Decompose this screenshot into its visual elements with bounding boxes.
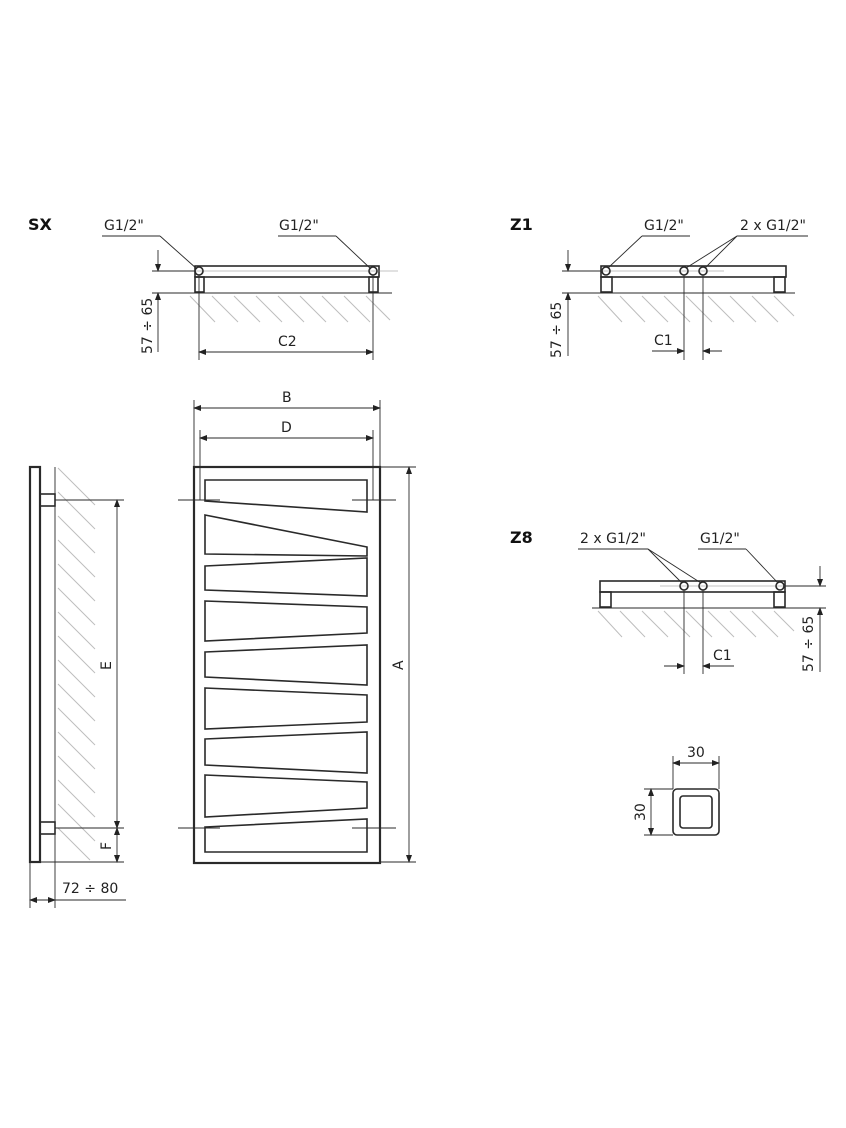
sx-conn-left-label: G1/2"	[104, 218, 144, 234]
z8-leader-single	[745, 548, 779, 584]
profile-width-label: 30	[687, 745, 705, 761]
sx-foot-left	[194, 276, 205, 293]
z8-leader-double-b	[647, 548, 702, 584]
radiator-panel-5	[204, 644, 368, 686]
sx-c2-label: C2	[278, 334, 297, 350]
z1-foot-right	[773, 276, 786, 293]
z1-wall-hatch	[597, 295, 795, 323]
side-view: E F 72 ÷ 80	[28, 465, 126, 908]
side-wall-hatch	[57, 467, 96, 861]
sx-leader-left	[159, 235, 198, 270]
front-a-label: A	[391, 660, 407, 670]
sx-conn-right-label: G1/2"	[279, 218, 319, 234]
z8-view: Z8 2 x G1/2" G1/2" 5	[510, 528, 826, 674]
radiator-panel-6	[204, 687, 368, 730]
side-bracket-top	[39, 493, 56, 507]
z1-connection-left	[601, 266, 611, 276]
z1-top-rail	[600, 265, 787, 278]
profile-outer	[672, 788, 720, 836]
radiator-panel-8	[204, 774, 368, 818]
profile-inner	[679, 795, 713, 829]
z1-conn-single-label: G1/2"	[644, 218, 684, 234]
radiator-panel-3	[204, 557, 368, 597]
radiator-panel-2	[204, 514, 368, 557]
side-radiator-body	[28, 465, 42, 864]
radiator-frame	[192, 465, 382, 865]
z1-conn-double-label: 2 x G1/2"	[740, 218, 806, 234]
z8-foot-left	[599, 591, 612, 608]
z8-wall-dist-label: 57 ÷ 65	[801, 616, 817, 672]
sx-wall-dist-label: 57 ÷ 65	[140, 298, 156, 354]
z8-c1-label: C1	[713, 648, 732, 664]
z1-leader-single	[607, 235, 643, 269]
sx-foot-right	[368, 276, 379, 293]
z8-top-rail	[599, 580, 786, 593]
z1-foot-left	[600, 276, 613, 293]
profile-section: 30 30	[633, 745, 720, 836]
z1-leader-double-b	[704, 235, 738, 269]
side-depth-label: 72 ÷ 80	[62, 881, 118, 897]
side-f-label: F	[99, 842, 115, 850]
z8-conn-double-label: 2 x G1/2"	[580, 531, 646, 547]
sx-view: SX G1/2" G1/2"	[28, 215, 398, 360]
z1-view: Z1 G1/2" 2 x G1/2" 5	[510, 215, 808, 360]
z1-c1-label: C1	[654, 333, 673, 349]
z8-conn-single-label: G1/2"	[700, 531, 740, 547]
z8-foot-right	[773, 591, 786, 608]
side-bracket-bottom	[39, 821, 56, 835]
radiator-panel-4	[204, 600, 368, 642]
z1-leader-double-a	[685, 235, 738, 269]
side-e-label: E	[99, 661, 115, 670]
front-b-label: B	[282, 390, 292, 406]
z8-wall-hatch	[597, 610, 795, 638]
sx-top-rail	[194, 265, 380, 278]
sx-title: SX	[28, 215, 53, 234]
z8-connection-right	[775, 581, 785, 591]
z1-title: Z1	[510, 215, 533, 234]
radiator-panel-1	[204, 479, 368, 513]
z8-title: Z8	[510, 528, 533, 547]
z1-wall-dist-label: 57 ÷ 65	[549, 302, 565, 358]
z8-leader-double-a	[647, 548, 683, 584]
profile-height-label: 30	[633, 803, 649, 821]
sx-wall-hatch	[189, 295, 391, 323]
sx-leader-right	[335, 235, 372, 270]
radiator-panel-7	[204, 731, 368, 774]
front-d-label: D	[281, 420, 292, 436]
radiator-panel-9	[204, 818, 368, 853]
front-view: B D A	[178, 390, 416, 865]
